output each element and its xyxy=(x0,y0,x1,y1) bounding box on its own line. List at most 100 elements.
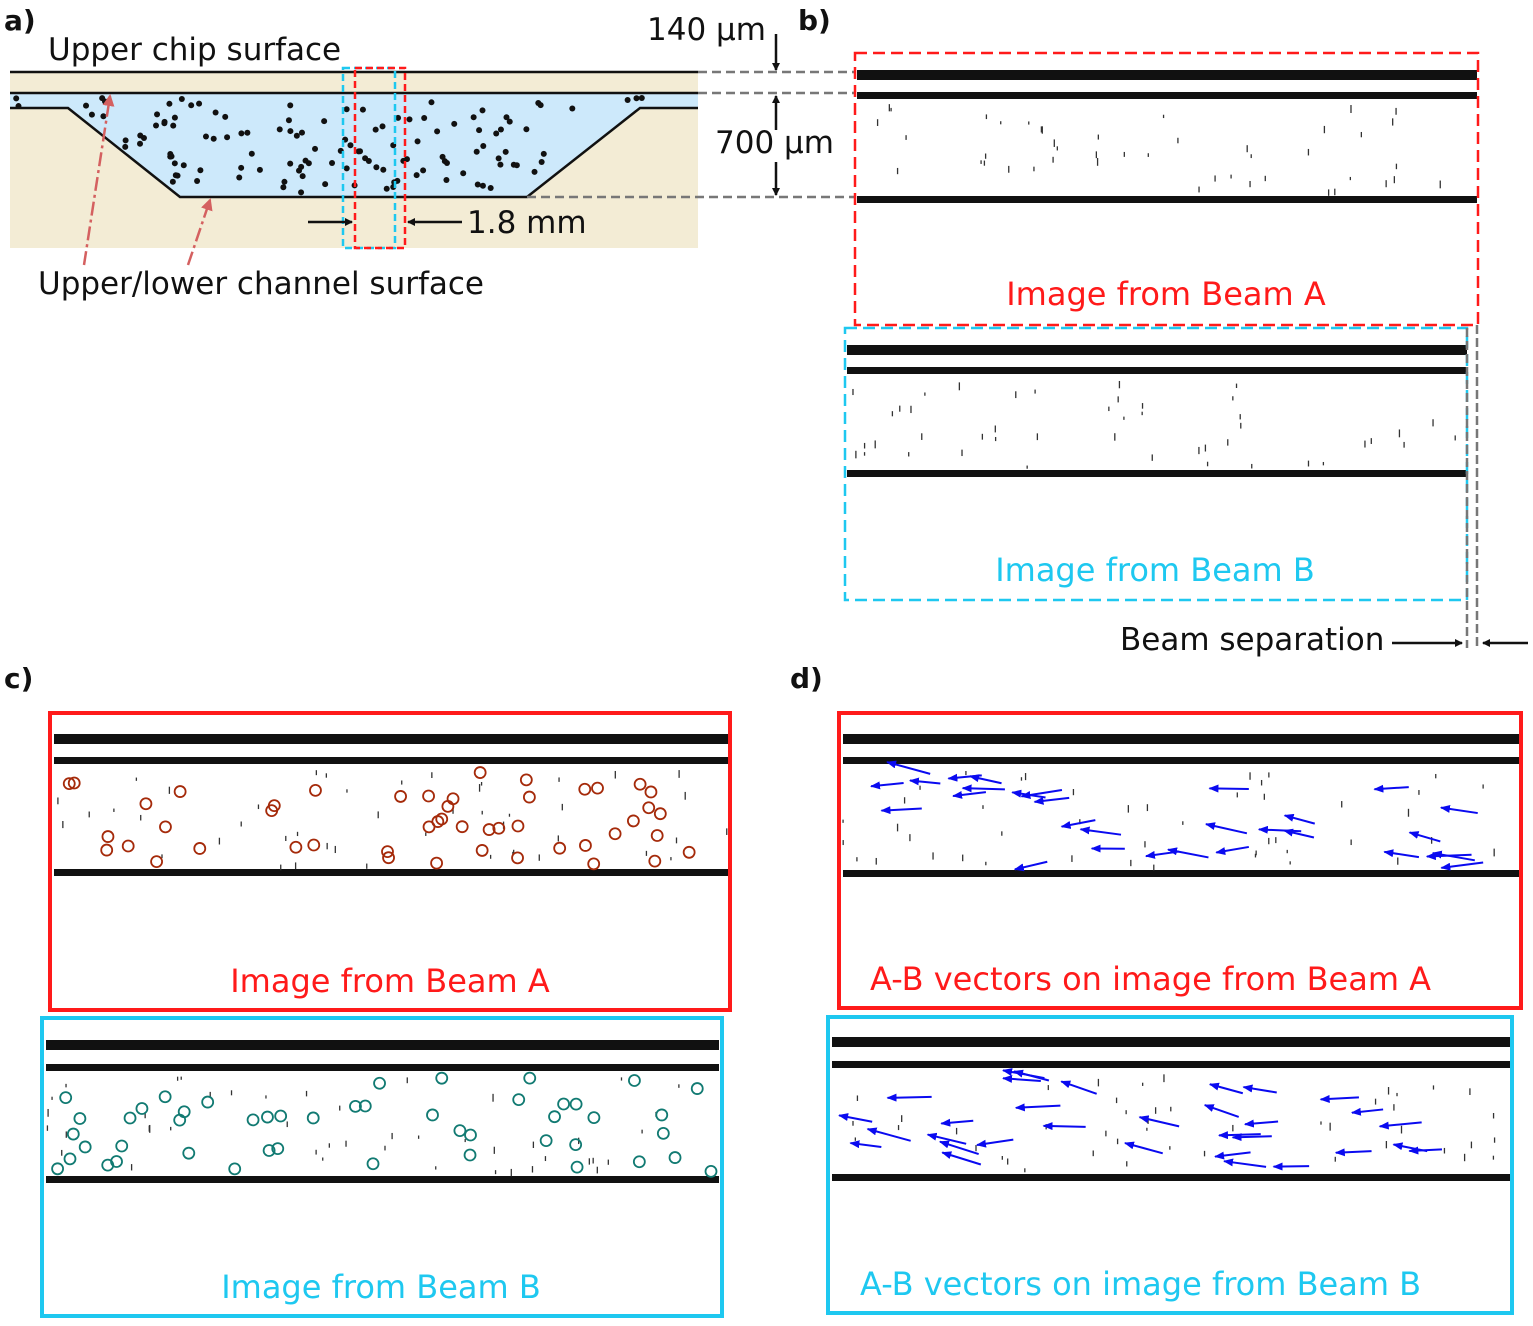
particle xyxy=(428,99,435,106)
particle-marker xyxy=(121,839,135,853)
panel-label-d: d) xyxy=(790,662,823,695)
channel-surface-label: Upper/lower channel surface xyxy=(38,266,484,302)
d-beam-a-caption: A-B vectors on image from Beam A xyxy=(870,960,1431,998)
particle xyxy=(434,128,441,135)
particle xyxy=(379,123,386,130)
particle xyxy=(285,117,292,124)
chip-surface-band xyxy=(54,734,728,744)
particle-marker xyxy=(453,1124,467,1137)
particle xyxy=(196,100,203,107)
displacement-vector xyxy=(1243,1119,1279,1128)
particle-marker xyxy=(653,807,667,821)
particle-marker xyxy=(101,1158,115,1172)
displacement-vector xyxy=(1283,813,1316,825)
particle-marker xyxy=(193,842,207,855)
b-beam-b-caption: Image from Beam B xyxy=(995,551,1315,589)
connector-lines xyxy=(527,70,855,199)
particle xyxy=(167,150,174,157)
particle xyxy=(100,113,107,120)
channel-bottom-band xyxy=(857,196,1477,203)
particle xyxy=(210,135,217,142)
panel-d-beam-b-image xyxy=(832,1037,1510,1181)
particle-marker xyxy=(690,1082,704,1095)
particle xyxy=(188,102,195,109)
particle xyxy=(474,181,481,188)
particle xyxy=(276,126,283,133)
particle xyxy=(473,148,480,155)
particle xyxy=(99,95,106,102)
particle-marker xyxy=(548,1110,561,1124)
particle-marker xyxy=(150,855,163,869)
displacement-vector xyxy=(1042,1122,1086,1131)
particle xyxy=(479,182,486,189)
particle xyxy=(480,142,487,149)
particle xyxy=(343,165,350,172)
particle xyxy=(298,163,305,170)
channel-top-band xyxy=(847,367,1467,374)
displacement-vector xyxy=(838,1113,873,1123)
particle-marker xyxy=(271,1142,285,1155)
displacement-vector xyxy=(1319,1094,1359,1103)
d-beam-a-frame xyxy=(837,711,1523,1010)
particle-marker xyxy=(59,1091,73,1105)
particle-marker xyxy=(668,1151,682,1164)
particle xyxy=(312,145,319,152)
particle xyxy=(298,189,305,196)
particle xyxy=(122,143,129,150)
particle xyxy=(169,178,176,185)
displacement-vector xyxy=(1060,819,1096,829)
particle-marker xyxy=(422,789,435,803)
particle-marker xyxy=(569,1138,583,1151)
particle xyxy=(569,105,576,112)
particle xyxy=(287,102,294,109)
particle-marker xyxy=(306,1111,320,1125)
particle xyxy=(224,134,231,141)
displacement-vector xyxy=(1272,1162,1310,1171)
displacement-vector xyxy=(1167,847,1209,859)
particle-marker xyxy=(381,845,394,859)
displacement-vector xyxy=(1138,1115,1180,1128)
particle xyxy=(248,150,255,157)
particle xyxy=(244,129,251,136)
particle-marker xyxy=(159,820,172,834)
particle xyxy=(365,157,372,164)
particle xyxy=(395,114,402,121)
particle-marker xyxy=(426,1108,439,1122)
panel-c-beam-a-image xyxy=(54,734,728,876)
displacement-vector xyxy=(1425,852,1472,861)
particle-marker xyxy=(246,1113,260,1127)
particle xyxy=(153,122,160,129)
displacement-vector xyxy=(908,777,941,786)
particle-marker xyxy=(139,797,153,811)
particle-marker xyxy=(587,857,601,871)
displacement-vector xyxy=(870,781,904,790)
particle-marker xyxy=(201,1095,215,1109)
particle-marker xyxy=(455,820,469,834)
channel-top-band xyxy=(857,92,1477,99)
displacement-vector xyxy=(1440,861,1484,871)
particle xyxy=(343,106,350,113)
particle-marker xyxy=(644,785,658,799)
displacement-vector xyxy=(926,1132,967,1145)
particle xyxy=(479,107,486,114)
particle xyxy=(222,113,229,120)
particle xyxy=(236,174,243,181)
particle xyxy=(359,106,366,113)
particle-marker xyxy=(66,1127,80,1141)
d-beam-b-caption: A-B vectors on image from Beam B xyxy=(860,1265,1421,1303)
particle-marker xyxy=(135,1102,149,1115)
particle xyxy=(321,118,328,125)
particle xyxy=(633,95,640,102)
particle xyxy=(137,132,144,139)
particle xyxy=(460,170,467,177)
particle xyxy=(171,114,178,121)
displacement-vector xyxy=(1204,822,1248,835)
particle xyxy=(420,167,427,174)
displacement-vector xyxy=(880,806,922,815)
particle-marker xyxy=(463,1148,477,1162)
particle-marker xyxy=(492,821,506,835)
particle xyxy=(280,184,287,191)
panel-b-beam-b-image xyxy=(847,345,1467,477)
particle xyxy=(497,126,504,133)
particle-marker xyxy=(539,1134,553,1148)
